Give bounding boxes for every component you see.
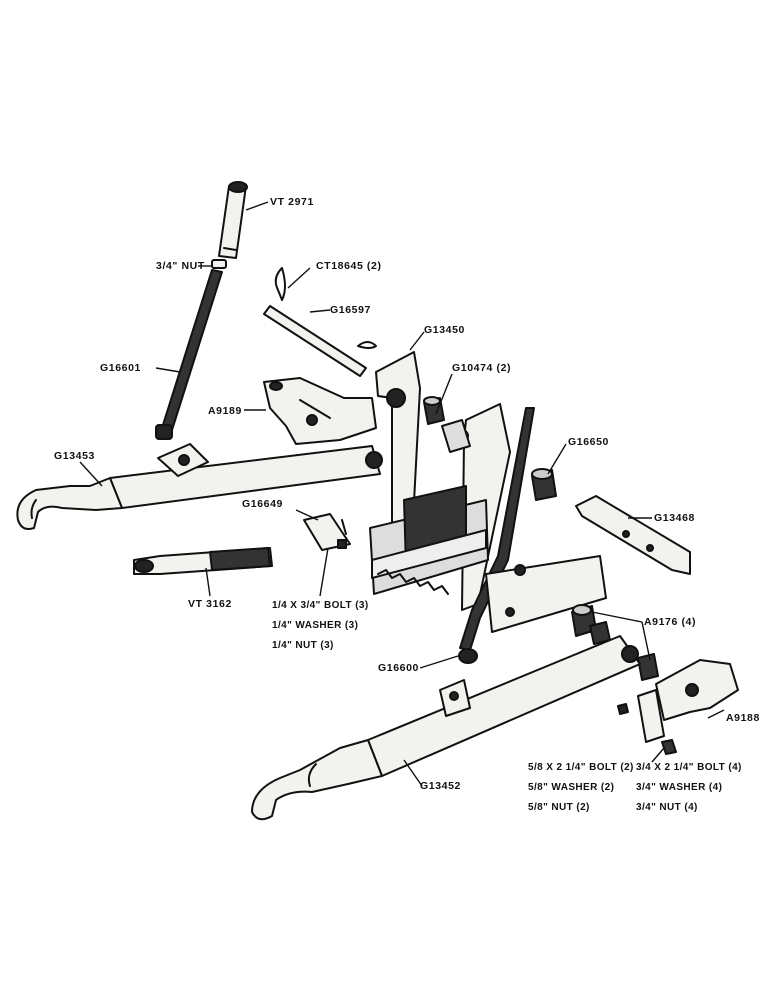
label-g16597: G16597: [330, 304, 371, 316]
hardware-right-nut: 3/4" NUT (4): [636, 802, 698, 813]
leader-lines: [79, 201, 725, 787]
hardware-right-bolt: 3/4 X 2 1/4" BOLT (4): [636, 762, 742, 773]
g13450-frame: [369, 351, 511, 611]
g10474-spacers: [423, 396, 471, 453]
label-g10474: G10474 (2): [452, 362, 512, 374]
hardware-list-right: 3/4 X 2 1/4" BOLT (4) 3/4" WASHER (4) 3/…: [636, 758, 742, 818]
a9188-bracket: [617, 659, 739, 743]
g16601-rod: [155, 269, 223, 440]
g13453-lower-link: [16, 443, 383, 530]
g13452-lower-link: [251, 635, 641, 821]
g16600-rod: [458, 407, 535, 664]
a9189-bracket: [263, 377, 377, 445]
hardware-left-nut: 1/4" NUT (3): [272, 640, 334, 651]
label-g13468: G13468: [654, 512, 695, 524]
label-ct18645: CT18645 (2): [316, 260, 382, 272]
g16597-pin: [263, 305, 377, 377]
g16650-spacer: [531, 468, 557, 501]
drawbar-plate: [485, 555, 607, 633]
label-g13450: G13450: [424, 324, 465, 336]
hardware-list-left: 1/4 X 3/4" BOLT (3) 1/4" WASHER (3) 1/4"…: [272, 596, 369, 656]
label-g16601: G16601: [100, 362, 141, 374]
label-a9176: A9176 (4): [644, 616, 697, 628]
label-g16649: G16649: [242, 498, 283, 510]
label-g13453: G13453: [54, 450, 95, 462]
nut-3-4: [211, 259, 227, 269]
g16649-plate: [303, 513, 351, 551]
ct18645-cotter-pin: [274, 267, 286, 301]
hardware-left-bolt: 1/4 X 3/4" BOLT (3): [272, 600, 369, 611]
label-vt3162: VT 3162: [188, 598, 232, 610]
label-g16600: G16600: [378, 662, 419, 674]
g13468-bar: [575, 495, 691, 575]
vt2971-sleeve: [218, 181, 248, 259]
label-nut-3-4: 3/4" NUT: [156, 260, 205, 272]
vt3162-rod-end: [133, 547, 273, 575]
bolt-3-4: [661, 739, 677, 755]
hardware-list-mid: 5/8 X 2 1/4" BOLT (2) 5/8" WASHER (2) 5/…: [528, 758, 634, 818]
hardware-right-washer: 3/4" WASHER (4): [636, 782, 723, 793]
hardware-left-washer: 1/4" WASHER (3): [272, 620, 359, 631]
label-a9188: A9188: [726, 712, 760, 724]
label-g16650: G16650: [568, 436, 609, 448]
label-g13452: G13452: [420, 780, 461, 792]
hardware-mid-washer: 5/8" WASHER (2): [528, 782, 615, 793]
label-a9189: A9189: [208, 405, 242, 417]
hardware-mid-bolt: 5/8 X 2 1/4" BOLT (2): [528, 762, 634, 773]
label-vt2971: VT 2971: [270, 196, 314, 208]
hardware-mid-nut: 5/8" NUT (2): [528, 802, 590, 813]
